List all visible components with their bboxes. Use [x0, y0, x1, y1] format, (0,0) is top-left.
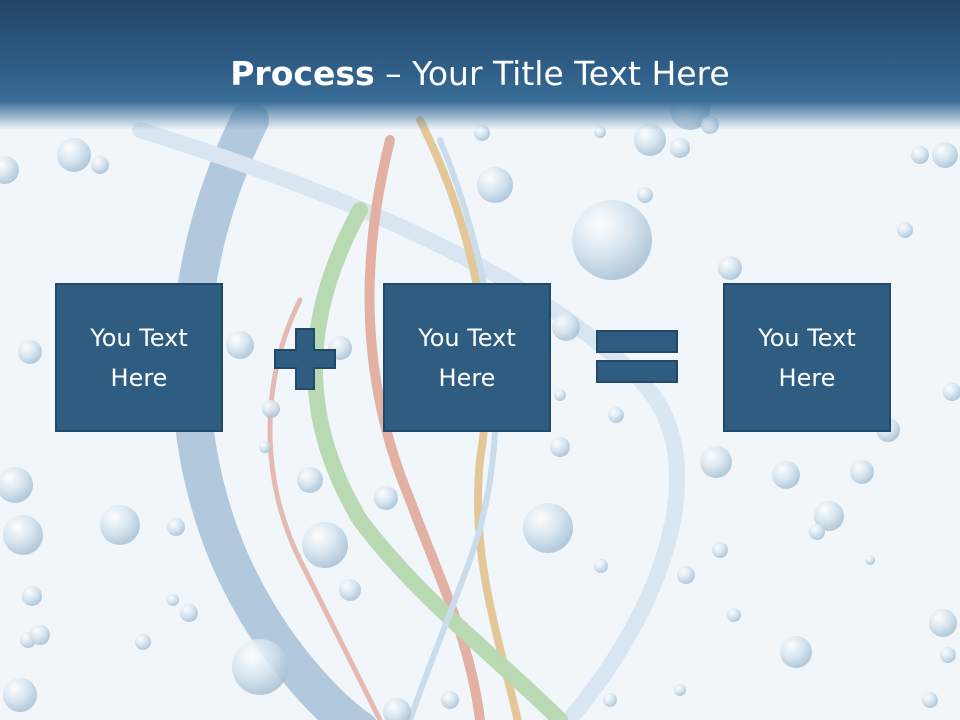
- process-box-1-text: You Text Here: [90, 323, 188, 392]
- title-rest: – Your Title Text Here: [374, 54, 730, 93]
- process-box-3-text: You Text Here: [758, 323, 856, 392]
- process-box-2-text: You Text Here: [418, 323, 516, 392]
- process-box-2: You Text Here: [383, 283, 551, 432]
- title-bar: [0, 0, 960, 130]
- slide-title: Process – Your Title Text Here: [0, 52, 960, 96]
- process-box-3: You Text Here: [723, 283, 891, 432]
- plus-icon: [274, 328, 336, 390]
- title-bold: Process: [230, 54, 375, 93]
- process-box-1: You Text Here: [55, 283, 223, 432]
- equals-icon: [596, 330, 678, 383]
